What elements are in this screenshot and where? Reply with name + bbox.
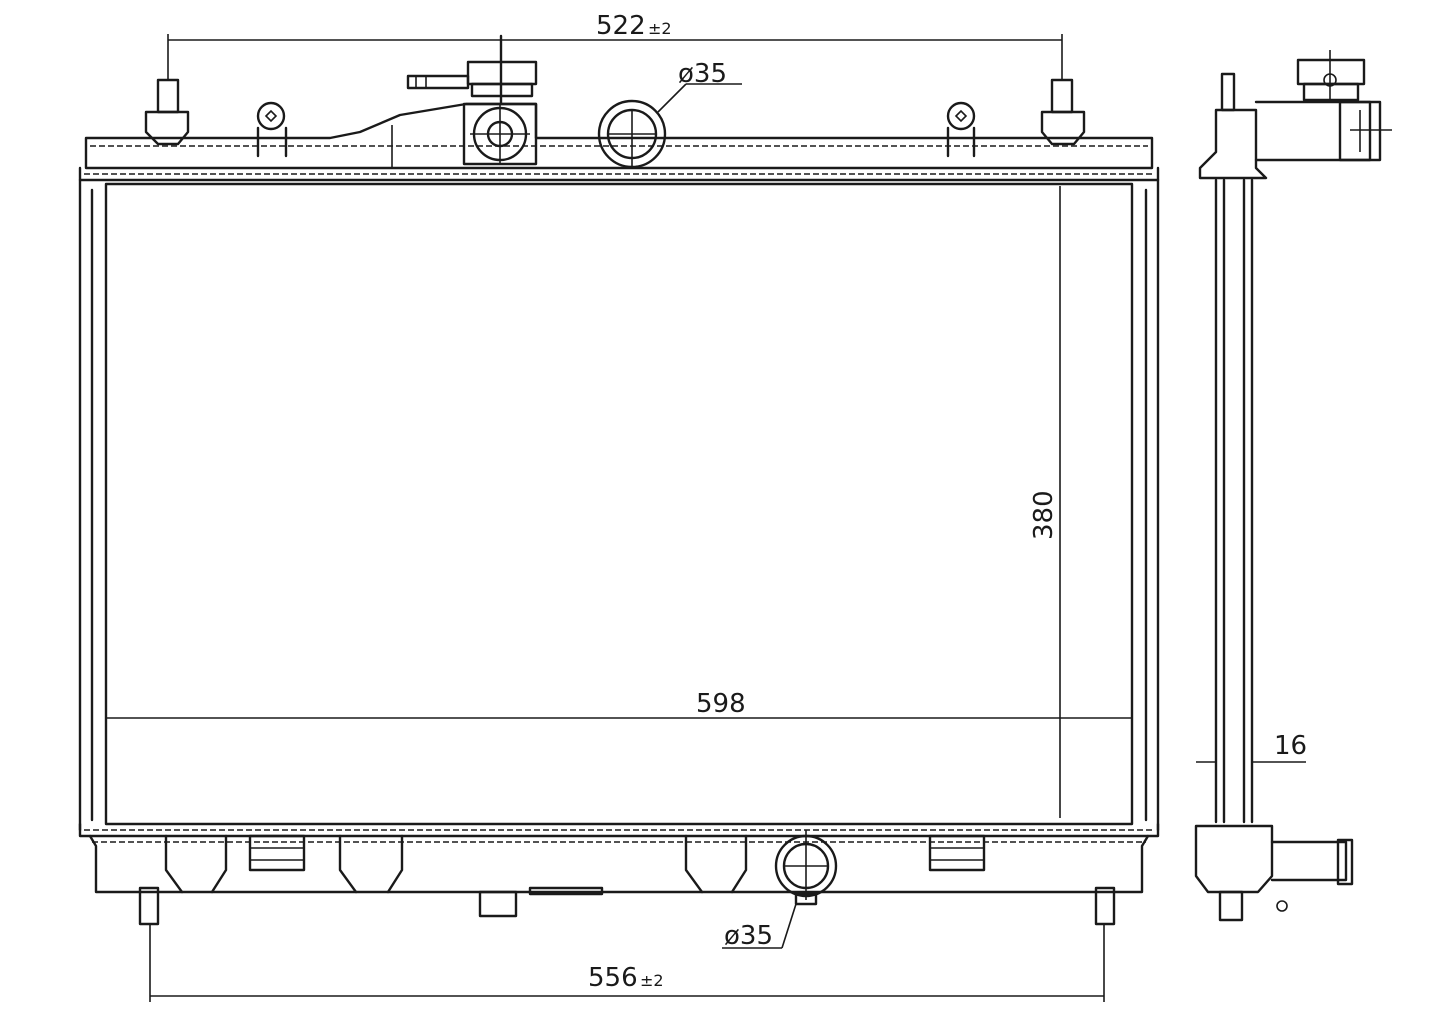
top-mount-span-tolerance: ±2 [648, 19, 672, 38]
side-bottom-tank [1194, 824, 1274, 894]
bottom-mount-span-tolerance: ±2 [640, 971, 664, 990]
lower-hose-diameter-label: ø35 [724, 921, 773, 951]
top-tank [78, 102, 1160, 182]
side-filler-cap [1296, 50, 1366, 102]
dimension-core-height: 380 [1029, 186, 1061, 818]
bottom-mount-span-label: 556 [588, 963, 638, 993]
dimension-bottom-mount-span: 556 ±2 [149, 924, 1105, 1002]
top-mount-span-label: 522 [596, 11, 646, 41]
upper-hose-outlet [597, 83, 742, 169]
top-right-mount-pin [1040, 78, 1086, 146]
front-view [78, 34, 1160, 949]
dimension-top-mount-span: 522 ±2 [167, 11, 1063, 80]
side-top-tank [1198, 108, 1268, 180]
side-lower-outlet [1270, 840, 1348, 882]
top-bracket-right [946, 101, 976, 158]
core-width-label: 598 [696, 689, 746, 719]
filler-neck [406, 34, 538, 166]
side-top-pin [1220, 72, 1236, 112]
lower-hose-outlet [722, 830, 838, 949]
bottom-left-mount-pin [138, 886, 160, 926]
side-bottom-pin [1218, 890, 1244, 922]
top-bracket-left [256, 101, 288, 158]
upper-hose-diameter-label: ø35 [678, 59, 727, 89]
dimension-core-width: 598 [106, 689, 1132, 719]
core-height-label: 380 [1029, 490, 1059, 540]
side-view: 16 [1194, 50, 1392, 922]
side-core [1214, 178, 1254, 824]
radiator-core [78, 178, 1160, 832]
side-upper-outlet [1254, 100, 1372, 162]
core-thickness-label: 16 [1274, 731, 1307, 761]
bottom-tank [78, 822, 1160, 918]
bottom-right-mount-pin [1094, 886, 1116, 926]
top-left-mount-pin [144, 78, 190, 146]
dimension-core-thickness: 16 [1196, 731, 1307, 763]
